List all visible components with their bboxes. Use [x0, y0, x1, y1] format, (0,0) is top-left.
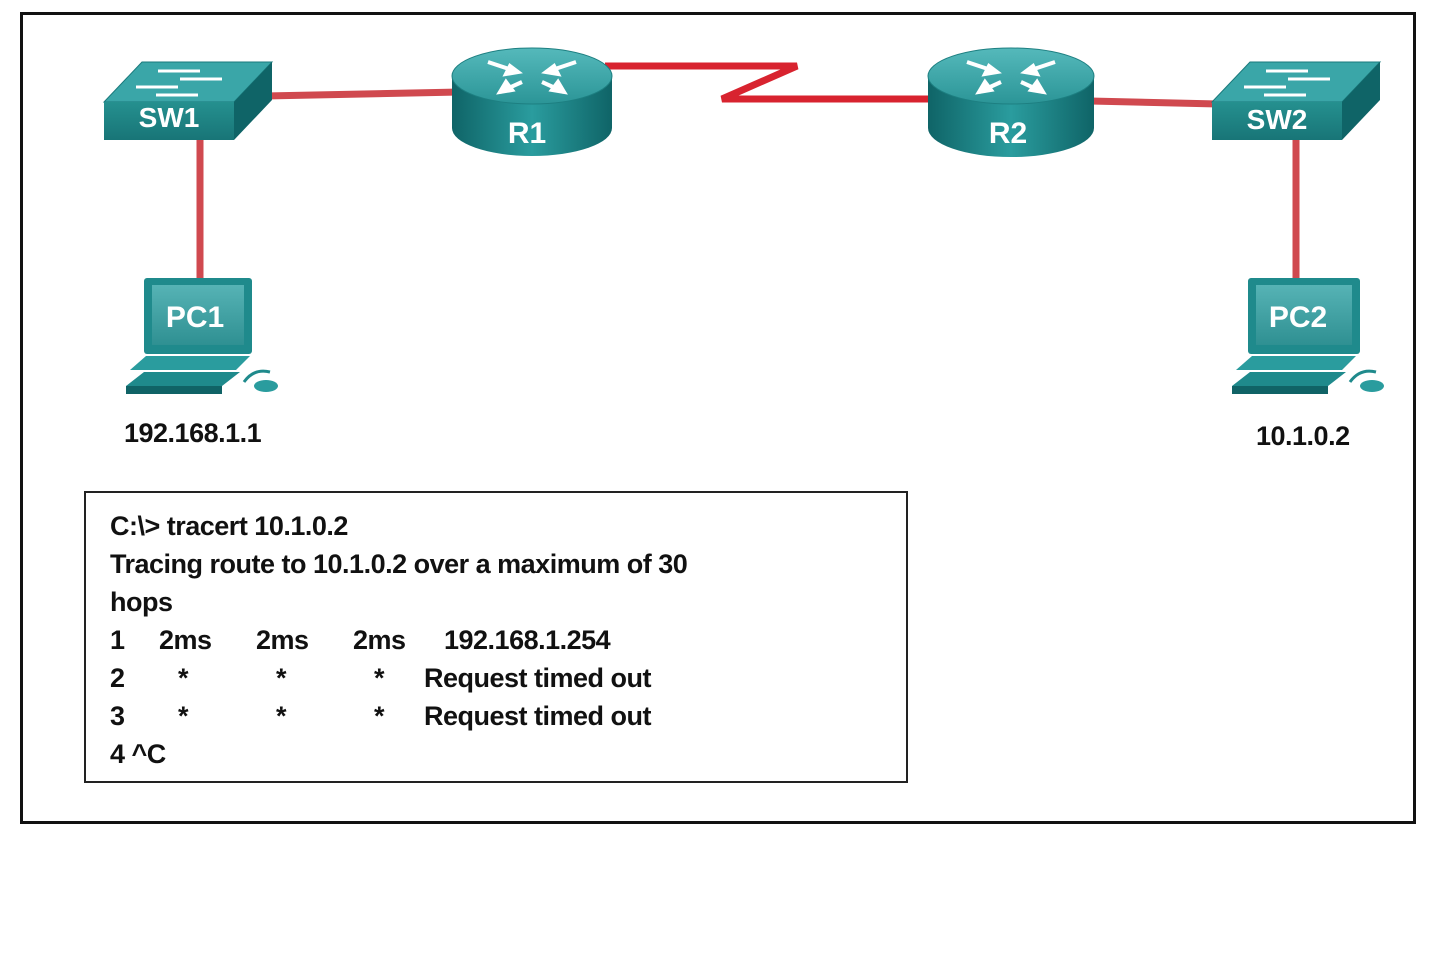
pc1-label: PC1	[166, 301, 224, 334]
pc-pc1[interactable]: PC1	[126, 278, 278, 394]
hop-result: Request timed out	[424, 663, 652, 693]
hop-time-2: 2ms	[256, 625, 309, 655]
pc2-ip-address: 10.1.0.2	[1256, 421, 1350, 451]
link-r1-r2-serial	[605, 62, 932, 103]
hop-row: 1 2ms 2ms 2ms 192.168.1.254	[110, 621, 906, 659]
pc-pc2[interactable]: PC2	[1232, 278, 1384, 394]
hop-time-3: *	[374, 701, 385, 731]
mouse-icon	[242, 369, 278, 392]
hop-result: 192.168.1.254	[444, 625, 611, 655]
switch-arrows-icon	[136, 69, 222, 97]
router-r2[interactable]: R2	[927, 47, 1095, 158]
console-heading-line-1: Tracing route to 10.1.0.2 over a maximum…	[110, 549, 688, 579]
router-arrows-icon	[966, 60, 1056, 95]
hop-number: 1	[110, 625, 125, 655]
switch-sw2[interactable]: SW2	[1210, 61, 1382, 140]
router-r1[interactable]: R1	[451, 47, 613, 156]
hop-time-3: *	[374, 663, 385, 693]
hop-result: Request timed out	[424, 701, 652, 731]
link-r2-sw2	[1089, 97, 1219, 108]
sw2-label: SW2	[1247, 104, 1308, 135]
pc2-label: PC2	[1269, 301, 1327, 334]
mouse-icon	[1348, 369, 1384, 392]
link-sw1-r1	[264, 88, 461, 100]
hop-row: 2 * * * Request timed out	[110, 659, 906, 697]
console-heading-line-2: hops	[110, 587, 173, 617]
r1-label: R1	[508, 117, 546, 150]
sw1-label: SW1	[139, 102, 200, 133]
r2-label: R2	[989, 117, 1027, 150]
links	[196, 62, 1300, 282]
hop-time-3: 2ms	[353, 625, 406, 655]
console-command-line: C:\> tracert 10.1.0.2	[110, 511, 348, 541]
hop-number: 2	[110, 663, 125, 693]
tracert-output-box: C:\> tracert 10.1.0.2 Tracing route to 1…	[84, 491, 908, 783]
pc1-ip-address: 192.168.1.1	[124, 418, 262, 448]
router-arrows-icon	[487, 60, 577, 95]
hop-row: 3 * * * Request timed out	[110, 697, 906, 735]
hop-time-2: *	[276, 663, 287, 693]
console-interrupt-line: 4 ^C	[110, 739, 166, 769]
switch-arrows-icon	[1244, 69, 1330, 97]
hop-number: 3	[110, 701, 125, 731]
switch-sw1[interactable]: SW1	[102, 61, 274, 140]
hop-time-1: 2ms	[159, 625, 212, 655]
network-topology: SW1 SW2 R1 R2	[102, 47, 1384, 394]
hop-time-2: *	[276, 701, 287, 731]
hop-time-1: *	[178, 663, 189, 693]
hop-time-1: *	[178, 701, 189, 731]
